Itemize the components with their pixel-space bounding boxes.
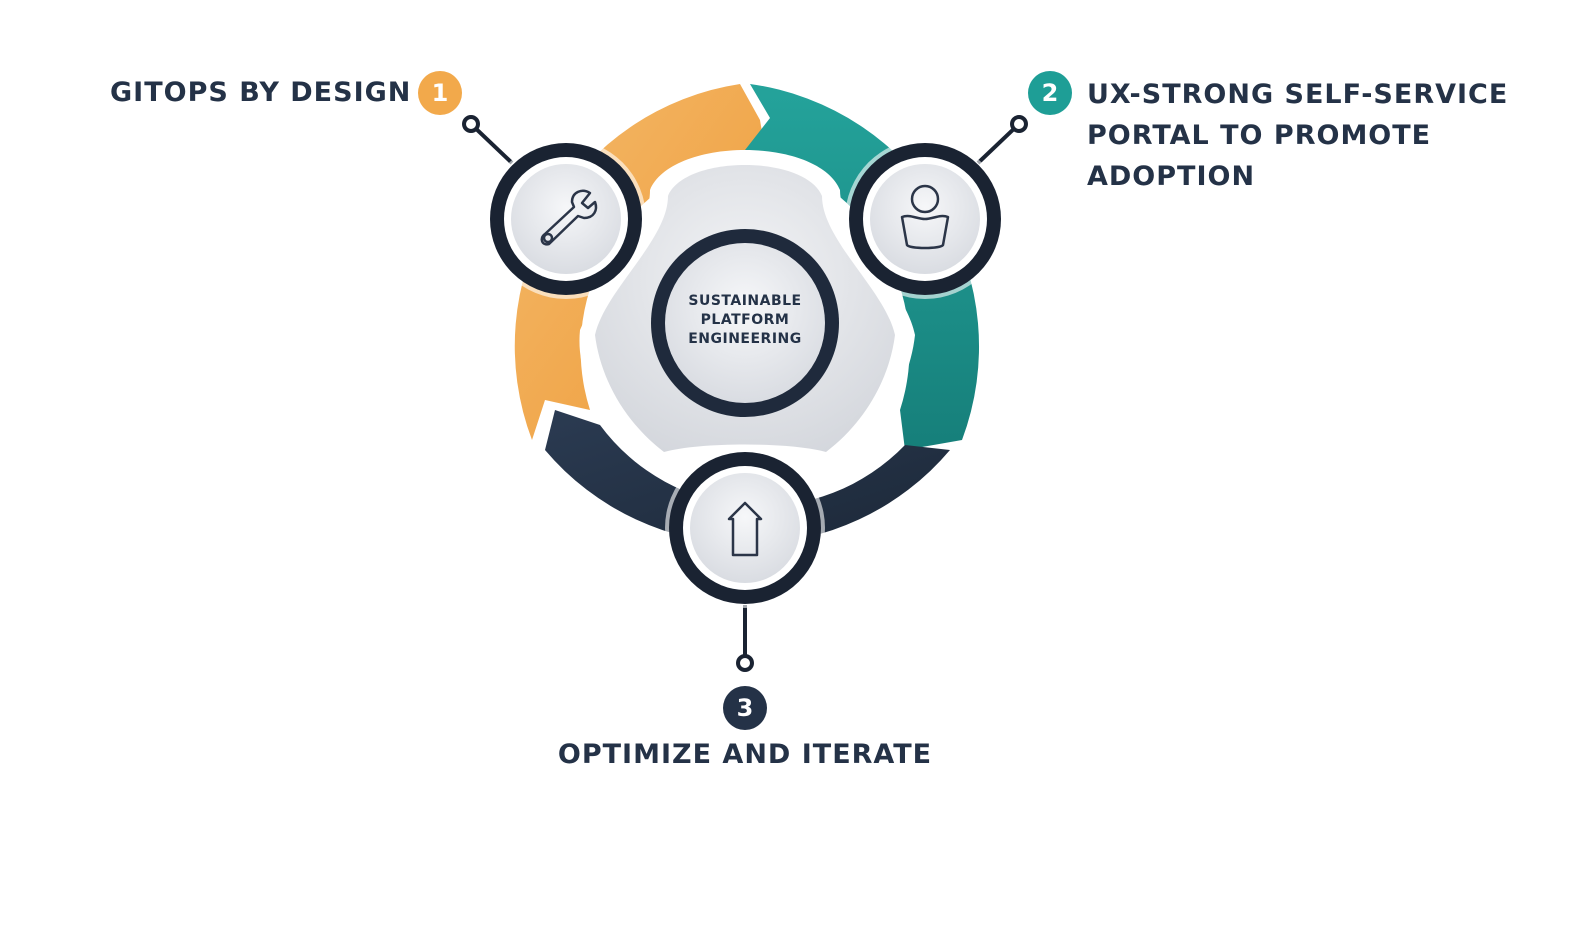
segment-2-arc [745,84,980,450]
step-2-circle [845,139,1005,299]
step-2-label: UX-STRONG SELF-SERVICE PORTAL TO PROMOTE… [1087,74,1547,197]
step-3-circle [665,448,825,608]
segment-3-arc [545,410,950,545]
connector-3 [736,605,754,672]
step-2-label-line: ADOPTION [1087,161,1256,192]
connector-2 [976,115,1028,165]
center-title-line: PLATFORM [700,312,790,328]
center-title-line: SUSTAINABLE [688,293,802,309]
step-1-number-badge: 1 [418,71,462,115]
center-title: SUSTAINABLE PLATFORM ENGINEERING [665,292,825,349]
step-1-label: GITOPS BY DESIGN [110,77,412,108]
connector-1 [462,115,514,165]
segment-1-arc [514,84,765,440]
step-2-number-badge: 2 [1028,71,1072,115]
wrench-icon [540,189,598,246]
step-2-label-line: UX-STRONG SELF-SERVICE [1087,79,1509,110]
user-icon [900,184,950,250]
step-3-number-badge: 3 [723,686,767,730]
step-3-label: OPTIMIZE AND ITERATE [557,739,933,770]
center-title-line: ENGINEERING [688,331,802,347]
step-2-label-line: PORTAL TO PROMOTE [1087,120,1432,151]
arrow-up-icon [727,501,763,557]
step-1-circle [486,139,646,299]
